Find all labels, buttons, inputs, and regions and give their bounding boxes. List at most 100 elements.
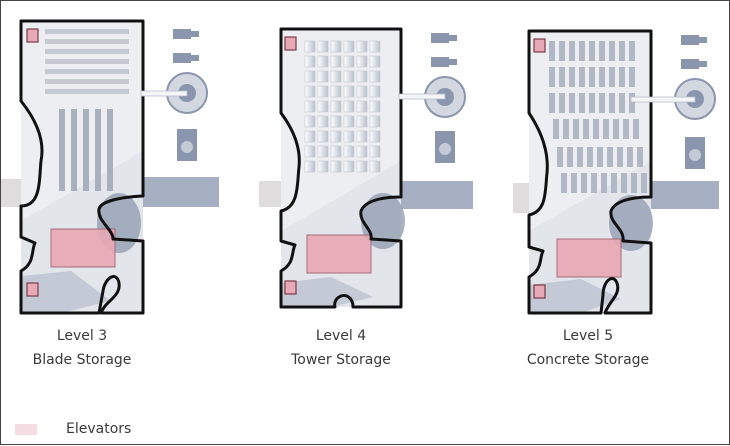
concrete-rack (549, 41, 555, 61)
tower-rack (356, 100, 368, 113)
tower-rack (343, 145, 355, 158)
elevator-large (306, 234, 372, 274)
level-5-caption: Level 5 Concrete Storage (498, 327, 678, 369)
tower-rack (369, 115, 381, 128)
tower-rack (317, 100, 329, 113)
concrete-rack (633, 119, 639, 139)
concrete-rack (579, 93, 585, 113)
elevator-small-bottom (284, 280, 297, 295)
tower-rack (304, 40, 316, 53)
vertical-racks (59, 109, 113, 191)
tower-rack (356, 115, 368, 128)
concrete-rack (629, 67, 635, 87)
concrete-rack (587, 147, 593, 167)
tower-rack (369, 130, 381, 143)
concrete-rack (569, 41, 575, 61)
concrete-rack (591, 173, 597, 193)
tower-rack (317, 130, 329, 143)
tower-racks (304, 40, 381, 173)
plan-level-3 (1, 19, 219, 315)
level-3-caption: Level 3 Blade Storage (0, 327, 172, 369)
tower-rack (369, 85, 381, 98)
tower-rack (330, 145, 342, 158)
concrete-rack (611, 173, 617, 193)
elevator-small-top (26, 28, 39, 43)
tower-rack (330, 40, 342, 53)
concrete-rack (601, 173, 607, 193)
tower-rack (369, 160, 381, 173)
tower-rack (369, 70, 381, 83)
storage-label: Blade Storage (32, 352, 132, 368)
concrete-rack (603, 119, 609, 139)
tower-rack (317, 55, 329, 68)
concrete-rack (609, 41, 615, 61)
elevator-small-bottom (533, 284, 546, 299)
concrete-rack (613, 119, 619, 139)
concrete-racks (549, 41, 647, 193)
tower-rack (330, 115, 342, 128)
concrete-rack (617, 147, 623, 167)
concrete-rack (573, 119, 579, 139)
concrete-rack (579, 41, 585, 61)
tower-rack (343, 70, 355, 83)
concrete-rack (569, 93, 575, 113)
concrete-rack (621, 173, 627, 193)
concrete-rack (559, 41, 565, 61)
plan-level-5 (513, 29, 719, 315)
storage-label: Concrete Storage (526, 352, 650, 368)
tower-rack (356, 85, 368, 98)
tower-rack (330, 70, 342, 83)
concrete-rack (567, 147, 573, 167)
concrete-rack (607, 147, 613, 167)
concrete-rack (637, 147, 643, 167)
level-4-caption: Level 4 Tower Storage (251, 327, 431, 369)
concrete-rack (619, 67, 625, 87)
tower-rack (304, 115, 316, 128)
concrete-rack (599, 67, 605, 87)
elevator-legend-label: Elevators (66, 421, 132, 437)
tower-rack (343, 55, 355, 68)
level-label: Level 4 (315, 328, 367, 344)
elevator-small-bottom (26, 282, 39, 297)
elevator-legend-swatch (15, 423, 37, 435)
tower-rack (356, 160, 368, 173)
concrete-rack (583, 119, 589, 139)
concrete-rack (589, 67, 595, 87)
tower-rack (369, 145, 381, 158)
tower-rack (356, 145, 368, 158)
equipment-group (630, 35, 716, 169)
tower-rack (330, 85, 342, 98)
concrete-rack (581, 173, 587, 193)
tower-rack (343, 130, 355, 143)
concrete-rack (599, 93, 605, 113)
tower-rack (317, 85, 329, 98)
concrete-rack (589, 41, 595, 61)
tower-rack (304, 55, 316, 68)
level-label: Level 5 (562, 328, 614, 344)
tower-rack (343, 85, 355, 98)
tower-rack (330, 55, 342, 68)
concrete-rack (631, 173, 637, 193)
tower-rack (330, 100, 342, 113)
concrete-rack (629, 41, 635, 61)
concrete-rack (563, 119, 569, 139)
concrete-rack (589, 93, 595, 113)
tower-rack (343, 100, 355, 113)
elevator-small-top (533, 38, 546, 53)
tower-rack (356, 70, 368, 83)
tower-rack (317, 115, 329, 128)
concrete-rack (559, 67, 565, 87)
concrete-rack (571, 173, 577, 193)
concrete-rack (627, 147, 633, 167)
concrete-rack (629, 93, 635, 113)
tower-rack (304, 85, 316, 98)
legend: Elevators (15, 421, 131, 437)
concrete-rack (559, 93, 565, 113)
elevator-large (556, 238, 622, 278)
tower-rack (330, 130, 342, 143)
concrete-rack (623, 119, 629, 139)
concrete-rack (593, 119, 599, 139)
concrete-rack (597, 147, 603, 167)
